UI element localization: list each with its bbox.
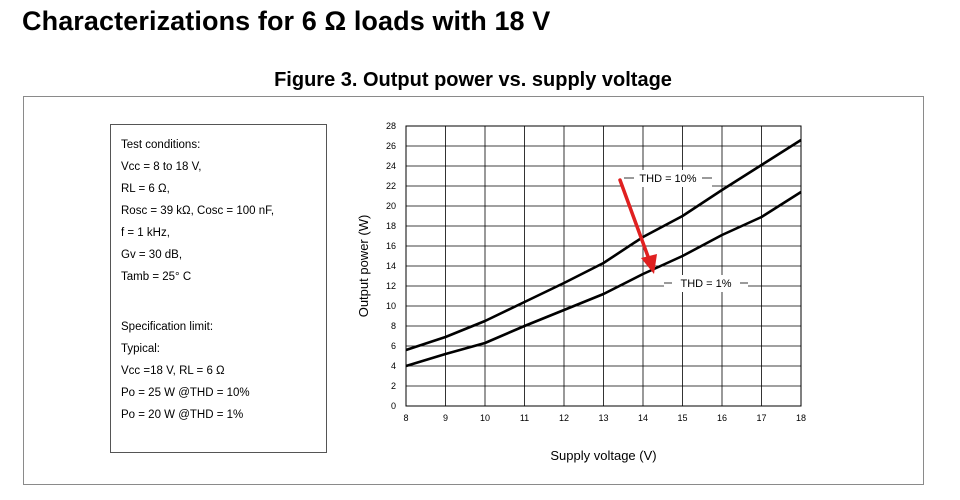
red-arrow-shaft xyxy=(618,178,652,264)
condition-tamb: Tamb = 25° C xyxy=(121,271,192,283)
x-axis-title: Supply voltage (V) xyxy=(550,448,656,463)
x-tick-label: 14 xyxy=(638,413,648,423)
x-tick-label: 16 xyxy=(717,413,727,423)
annotation-label: THD = 10% xyxy=(639,173,696,185)
spec-limit-title: Specification limit: xyxy=(121,321,214,333)
condition-frequency: f = 1 kHz, xyxy=(121,227,170,239)
condition-rl: RL = 6 Ω, xyxy=(121,183,170,195)
test-conditions-title: Test conditions: xyxy=(121,139,201,151)
condition-vcc: Vcc = 8 to 18 V, xyxy=(121,161,202,173)
annotation-background xyxy=(624,170,712,187)
y-tick-label: 24 xyxy=(386,161,396,171)
y-tick-label: 8 xyxy=(391,321,396,331)
annotation-label: THD = 1% xyxy=(680,278,731,290)
y-tick-label: 16 xyxy=(386,241,396,251)
plot-area-border xyxy=(405,125,802,407)
y-tick-label: 12 xyxy=(386,281,396,291)
spec-po-thd1: Po = 20 W @THD = 1% xyxy=(121,409,244,421)
x-tick-label: 10 xyxy=(480,413,490,423)
y-tick-label: 6 xyxy=(391,341,396,351)
y-tick-label: 26 xyxy=(386,141,396,151)
y-tick-label: 10 xyxy=(386,301,396,311)
x-tick-label: 11 xyxy=(520,413,529,423)
spec-vcc-rl: Vcc =18 V, RL = 6 Ω xyxy=(121,365,225,377)
figure-caption: Figure 3. Output power vs. supply voltag… xyxy=(274,69,672,91)
y-tick-label: 0 xyxy=(391,401,396,411)
y-tick-label: 4 xyxy=(391,361,396,371)
annotation-background xyxy=(664,275,748,292)
y-tick-label: 22 xyxy=(386,181,396,191)
page-heading: Characterizations for 6 Ω loads with 18 … xyxy=(22,6,551,36)
y-tick-label: 20 xyxy=(386,201,396,211)
y-tick-label: 14 xyxy=(386,261,396,271)
y-tick-label: 28 xyxy=(386,121,396,131)
x-tick-label: 15 xyxy=(677,413,687,423)
red-arrow-head xyxy=(641,254,657,274)
x-tick-label: 9 xyxy=(443,413,448,423)
test-conditions-box: Test conditions: Vcc = 8 to 18 V, RL = 6… xyxy=(110,124,327,453)
series-line-thd-10 xyxy=(405,138,802,352)
x-tick-label: 8 xyxy=(403,413,408,423)
spec-typical: Typical: xyxy=(121,343,160,355)
series-line-thd-1 xyxy=(405,190,802,368)
spec-po-thd10: Po = 25 W @THD = 10% xyxy=(121,387,250,399)
x-tick-label: 12 xyxy=(559,413,569,423)
x-tick-label: 17 xyxy=(756,413,766,423)
x-tick-label: 13 xyxy=(598,413,608,423)
y-tick-label: 2 xyxy=(391,381,396,391)
condition-gain: Gv = 30 dB, xyxy=(121,249,183,261)
figure-frame xyxy=(23,96,924,485)
condition-rosc-cosc: Rosc = 39 kΩ, Cosc = 100 nF, xyxy=(121,205,275,217)
y-axis-title: Output power (W) xyxy=(356,215,371,318)
x-tick-label: 18 xyxy=(796,413,806,423)
y-tick-label: 18 xyxy=(386,221,396,231)
